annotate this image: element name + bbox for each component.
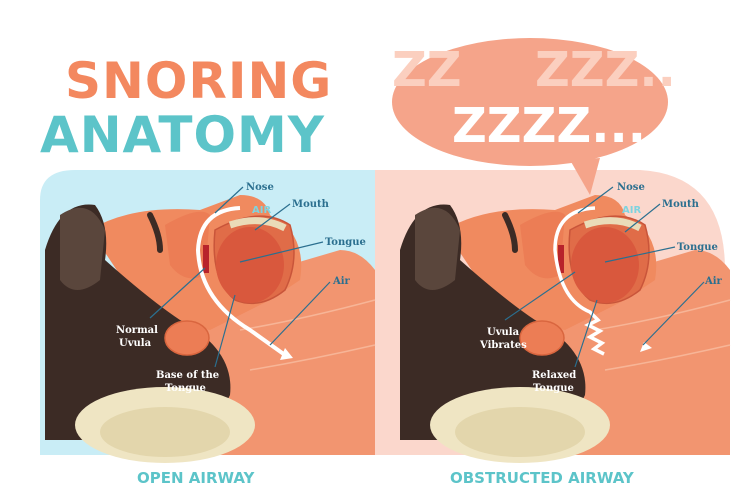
label-relaxed-tongue-1: Relaxed — [532, 370, 576, 381]
label-air: Air — [332, 276, 351, 287]
label-base-tongue-1: Base of the — [156, 370, 219, 381]
title-snoring: SNORING — [65, 52, 332, 110]
label-nose: Nose — [246, 182, 274, 193]
label-nose: Nose — [617, 182, 645, 193]
open-airflow-arrow — [195, 206, 287, 357]
caption-obstructed-airway: OBSTRUCTED AIRWAY — [450, 469, 635, 487]
caption-open-airway: OPEN AIRWAY — [137, 469, 256, 487]
speech-bubble-tail — [570, 158, 600, 195]
label-air-top: AIR — [252, 205, 271, 216]
label-uvula-vibrates-2: Vibrates — [479, 340, 527, 351]
obstructed-airflow-arrow — [553, 206, 606, 356]
label-uvula-vibrates-1: Uvula — [487, 327, 520, 338]
bubble-back-text: ZZZ.. — [535, 42, 676, 98]
label-normal-uvula-1: Normal — [116, 325, 158, 336]
snore-speech-bubble — [392, 38, 668, 166]
label-air-top: AIR — [622, 205, 641, 216]
label-normal-uvula-2: Uvula — [119, 338, 152, 349]
label-base-tongue-2: Tongue — [165, 383, 206, 394]
bubble-front-text: ZZZZ... — [452, 98, 646, 154]
label-mouth: Mouth — [662, 199, 700, 210]
label-tongue: Tongue — [325, 237, 366, 248]
label-tongue: Tongue — [677, 242, 718, 253]
label-air: Air — [704, 276, 723, 287]
label-mouth: Mouth — [292, 199, 330, 210]
bubble-left-text: ZZ — [392, 42, 462, 98]
title-anatomy: ANATOMY — [40, 106, 325, 164]
label-relaxed-tongue-2: Tongue — [533, 383, 574, 394]
open-airflow-arrowhead — [280, 348, 293, 360]
